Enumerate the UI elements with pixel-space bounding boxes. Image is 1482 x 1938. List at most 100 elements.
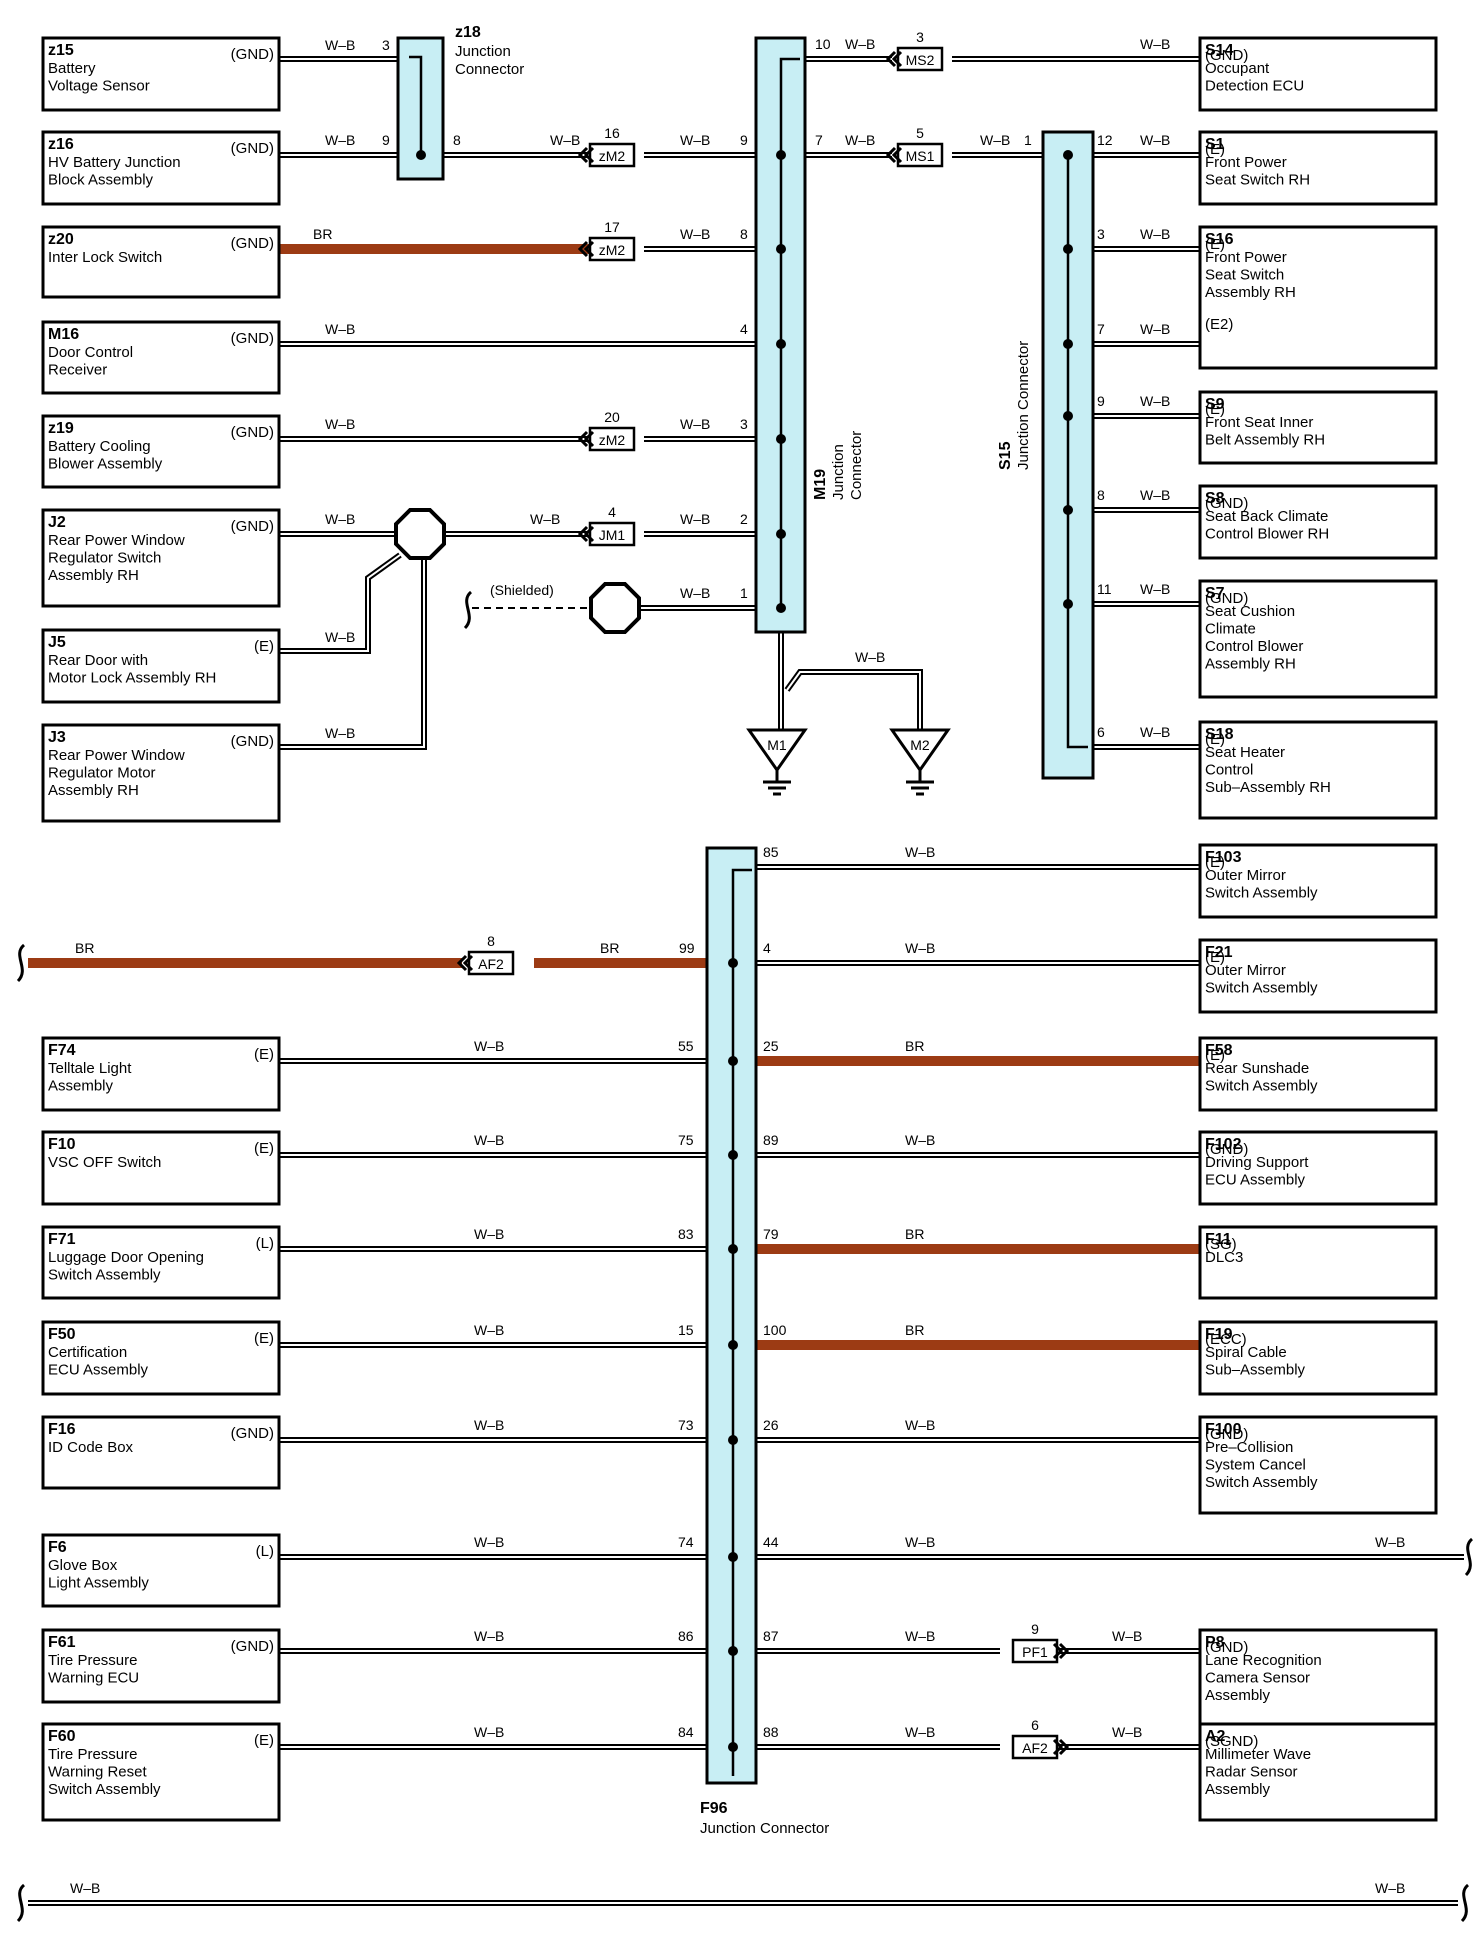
component-p8-box	[1198, 1628, 1438, 1728]
component-s14-desc-line: Occupant	[1205, 60, 1270, 77]
component-f100-box	[1198, 1415, 1438, 1515]
component-f21-desc-line: Switch Assembly	[1205, 980, 1318, 997]
component-f61-desc-line: Warning ECU	[48, 1670, 139, 1687]
component-f58-desc-line: Switch Assembly	[1205, 1078, 1318, 1095]
component-a2-desc-line: Assembly	[1205, 1781, 1271, 1798]
component-f16-desc-line: ID Code Box	[48, 1439, 134, 1456]
component-s7-desc-line: Seat Cushion	[1205, 603, 1295, 620]
wire-label: W–B	[845, 36, 875, 52]
junction-z18-name: Junction	[455, 43, 511, 60]
junction-m19-name: Connector	[848, 431, 865, 500]
component-s14-terminal: (GND)	[1205, 47, 1248, 64]
inline-pf1-code: PF1	[1022, 1644, 1048, 1660]
splice-point	[776, 150, 786, 160]
wire-label: BR	[905, 1226, 924, 1242]
pin-label: 7	[815, 132, 823, 148]
component-f19-code: F19	[1205, 1326, 1233, 1343]
component-z16-box	[41, 130, 281, 206]
wire-label: W–B	[1112, 1628, 1142, 1644]
pin-label: 99	[679, 940, 695, 956]
splice-point	[1063, 505, 1073, 515]
pin-label: 8	[453, 132, 461, 148]
wire-label: W–B	[325, 37, 355, 53]
component-f10-code: F10	[48, 1136, 76, 1153]
inline-zm2-17-code: zM2	[599, 242, 626, 258]
shield-break	[463, 590, 473, 630]
component-z19-box	[41, 414, 281, 489]
wire-label: W–B	[1112, 1724, 1142, 1740]
component-f58-terminal: (E)	[1205, 1047, 1225, 1064]
pin-label: 3	[382, 37, 390, 53]
component-f103-box	[1198, 843, 1438, 919]
component-f71-desc-line: Switch Assembly	[48, 1267, 161, 1284]
wire-label: W–B	[1140, 132, 1170, 148]
component-s14-desc-line: Detection ECU	[1205, 78, 1304, 95]
pin-label: 8	[740, 226, 748, 242]
component-j2-terminal: (GND)	[231, 518, 274, 535]
component-f71-terminal: (L)	[256, 1235, 274, 1252]
junction-f96	[705, 846, 758, 1785]
component-j5-code: J5	[48, 634, 66, 651]
wire-label: W–B	[325, 321, 355, 337]
splice-point	[776, 244, 786, 254]
wire-label: W–B	[1375, 1534, 1405, 1550]
component-f102-box	[1198, 1130, 1438, 1206]
component-a2-desc-line: Radar Sensor	[1205, 1764, 1298, 1781]
wire-label: W–B	[1140, 321, 1170, 337]
wire-label: BR	[75, 940, 94, 956]
wire-label: W–B	[980, 132, 1010, 148]
wire-label: BR	[905, 1322, 924, 1338]
component-s7-desc-line: Climate	[1205, 621, 1256, 638]
component-j3-code: J3	[48, 729, 66, 746]
inline-zm2-17-body	[588, 236, 636, 262]
component-f19-desc-line: Spiral Cable	[1205, 1344, 1287, 1361]
component-s9-box	[1198, 390, 1438, 465]
wire-label: W–B	[1375, 1880, 1405, 1896]
component-s16-box	[1198, 225, 1438, 370]
inline-ms2-code: MS2	[906, 52, 935, 68]
splice-point	[776, 603, 786, 613]
wire-label: W–B	[680, 226, 710, 242]
component-f103-terminal: (E)	[1205, 854, 1225, 871]
component-f11-terminal: (SG)	[1205, 1236, 1237, 1253]
wire-label: W–B	[474, 1038, 504, 1054]
component-f60-code: F60	[48, 1728, 76, 1745]
wire-label: W–B	[530, 511, 560, 527]
junction-m19-name: Junction	[830, 444, 847, 500]
wire-label: W–B	[474, 1724, 504, 1740]
splice-point	[728, 1742, 738, 1752]
wire-label: W–B	[325, 132, 355, 148]
component-s18-desc-line: Control	[1205, 762, 1253, 779]
component-f100-desc-line: System Cancel	[1205, 1457, 1306, 1474]
wire-label: W–B	[1140, 226, 1170, 242]
component-s16-terminal: (E)	[1205, 236, 1225, 253]
pin-label: 74	[678, 1534, 694, 1550]
pin-label: 44	[763, 1534, 779, 1550]
component-f103-desc-line: Switch Assembly	[1205, 885, 1318, 902]
junction-m19-code: M19	[812, 469, 829, 500]
component-s18-box	[1198, 720, 1438, 820]
pin-label: 2	[740, 511, 748, 527]
splice-point	[728, 1552, 738, 1562]
component-f100-terminal: (GND)	[1205, 1426, 1248, 1443]
ground-m2: M2	[889, 728, 951, 796]
pin-label: 9	[382, 132, 390, 148]
ground-m1-triangle	[746, 728, 808, 773]
inline-af2-8-body	[467, 950, 515, 976]
component-f16-terminal: (GND)	[231, 1425, 274, 1442]
inline-zm2-16-code: zM2	[599, 148, 626, 164]
component-m16-desc-line: Receiver	[48, 362, 107, 379]
component-f21-box	[1198, 938, 1438, 1014]
junction-f96-code: F96	[700, 1800, 728, 1817]
component-f11-box	[1198, 1225, 1438, 1300]
